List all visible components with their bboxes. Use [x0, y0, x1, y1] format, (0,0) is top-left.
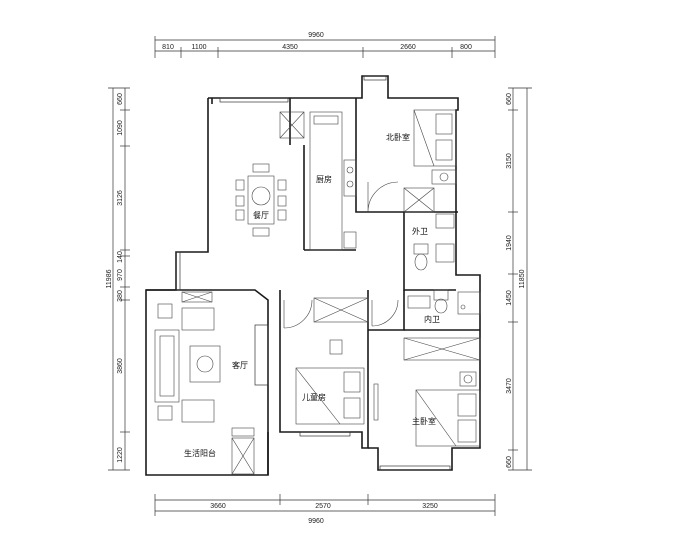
dim-right-4: 3470 [506, 378, 513, 394]
bottom-dimensions: 3660 2570 3250 9960 [154, 494, 496, 525]
dim-left-4: 970 [117, 269, 124, 281]
dim-bottom-total: 9960 [308, 518, 324, 525]
dim-top-4: 800 [460, 44, 472, 51]
dim-right-total: 11850 [519, 269, 526, 288]
dim-left-0: 660 [117, 93, 124, 105]
balcony-fixtures [231, 427, 255, 475]
dim-right-0: 660 [506, 93, 513, 105]
north-bedroom-bed [413, 109, 457, 185]
dim-top-1: 1100 [191, 44, 206, 51]
dim-top-3: 2660 [400, 44, 416, 51]
right-dimensions: 660 3150 1940 1450 3470 660 11850 [506, 87, 532, 471]
room-label-living-room: 客厅 [232, 360, 248, 370]
dim-left-2: 3126 [117, 190, 124, 206]
dim-bottom-1: 2570 [315, 503, 331, 510]
dim-left-5: 380 [117, 290, 124, 302]
master-bedroom-bed [373, 337, 481, 447]
door-swing-north [367, 181, 399, 213]
door-swing-master [371, 299, 399, 327]
living-room-furniture [154, 291, 221, 423]
dim-right-5: 660 [506, 456, 513, 468]
dim-left-7: 1220 [117, 447, 124, 463]
inner-bath-fixtures [407, 289, 481, 315]
walls [145, 75, 481, 476]
dining-table [235, 163, 287, 237]
dim-top-0: 810 [162, 44, 174, 51]
dim-left-6: 3860 [117, 358, 124, 374]
room-label-dining: 餐厅 [253, 211, 269, 220]
room-label-master-bedroom: 主卧室 [412, 416, 436, 426]
kids-room-bed [295, 297, 369, 425]
dim-right-2: 1940 [506, 235, 513, 251]
room-label-kitchen: 厨房 [316, 174, 332, 184]
dim-right-1: 3150 [506, 153, 513, 169]
kitchen-counters [279, 111, 357, 251]
dim-left-1: 1090 [117, 120, 124, 136]
top-dimensions: 9960 810 1100 4350 2660 800 [154, 32, 496, 58]
dim-left-3: 140 [117, 251, 124, 263]
dim-bottom-2: 3250 [422, 503, 438, 510]
room-label-inner-bath: 内卫 [424, 314, 440, 324]
dim-left-total: 11986 [106, 269, 113, 288]
room-label-balcony: 生活阳台 [184, 448, 216, 458]
room-label-north-bedroom: 北卧室 [386, 132, 410, 142]
windows [175, 75, 451, 471]
room-label-outer-bath: 外卫 [412, 226, 428, 236]
dim-top-2: 4350 [282, 44, 298, 51]
dim-top-total: 9960 [308, 32, 324, 39]
left-dimensions: 11986 660 1090 3126 140 970 380 3860 122… [106, 87, 130, 471]
dim-right-3: 1450 [506, 290, 513, 306]
outer-bath-fixtures [403, 187, 455, 271]
room-label-kids-room: 儿童房 [302, 392, 326, 402]
dim-bottom-0: 3660 [210, 503, 226, 510]
door-swing-kids [283, 299, 313, 329]
